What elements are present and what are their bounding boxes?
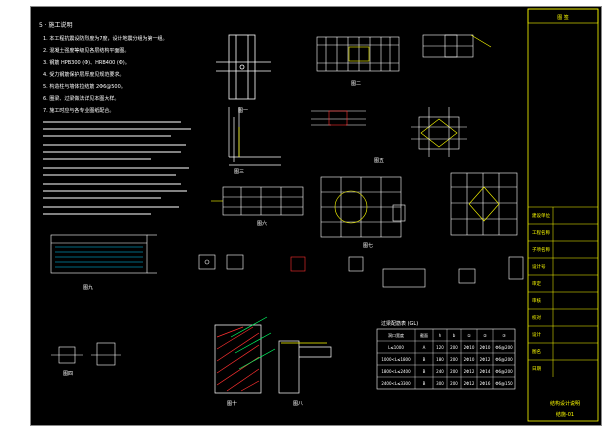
- table-cell: 1000<L≤1800: [381, 357, 411, 362]
- title-field-label: 图名: [532, 348, 541, 355]
- table-cell: A: [423, 345, 426, 350]
- table-cell: 200: [450, 369, 458, 374]
- table-cell: 2Φ16: [480, 381, 491, 386]
- note-line-7: 7. 施工时应与各专业图纸配合。: [43, 107, 114, 114]
- notes-heading: 5 · 施工说明: [39, 21, 73, 29]
- note-line-2: 2. 混凝土强度等级见各层结构平面图。: [43, 47, 129, 54]
- figure-3: [228, 107, 281, 166]
- table-header-cell: 洞口宽度: [388, 332, 404, 338]
- fig4-label: 图四: [63, 371, 73, 377]
- figure-2: [316, 36, 400, 72]
- note-line-6: 6. 圈梁、过梁做法详见本图大样。: [43, 95, 119, 102]
- table-cell: 300: [436, 381, 444, 386]
- table-cell: B: [423, 381, 426, 386]
- table-title: 过梁配筋表 (GL): [381, 320, 418, 327]
- bottom-left-sections: [51, 342, 121, 366]
- note-line-4: 4. 受力钢筋保护层厚度见规范要求。: [43, 71, 124, 78]
- table-cell: B: [423, 369, 426, 374]
- figure-9: [50, 234, 157, 274]
- table-cell: 2Φ10: [480, 345, 491, 350]
- note-line-5: 5. 构造柱与墙体拉结筋 2Φ6@500。: [43, 83, 126, 90]
- title-field-label: 审定: [532, 280, 541, 287]
- table-cell: 120: [436, 345, 444, 350]
- note-line-3: 3. 钢筋 HPB300 (Φ)、HRB400 (Φ)。: [43, 59, 130, 66]
- table-header-cell: h: [439, 333, 442, 338]
- fig9-label: 图九: [83, 284, 93, 291]
- fig7-label: 图七: [363, 242, 373, 249]
- table-header-cell: 截面: [420, 332, 428, 338]
- table-cell: L≤1000: [388, 345, 404, 350]
- figure-7: [320, 176, 406, 238]
- table-cell: 200: [450, 381, 458, 386]
- figure-2-detail: [422, 34, 492, 58]
- table-cell: 180: [436, 357, 444, 362]
- cad-drawing: 5 · 施工说明 1. 本工程抗震设防烈度为7度，设计地震分组为第一组。 2. …: [39, 8, 599, 422]
- figure-10-ties: [230, 316, 276, 370]
- title-block-header: 图 签: [557, 14, 569, 21]
- title-block: [527, 8, 599, 422]
- title-field-label: 工程名称: [532, 229, 550, 236]
- table-cell: 2Φ14: [480, 369, 491, 374]
- table-cell: 200: [450, 345, 458, 350]
- table-cell: Φ6@200: [495, 369, 513, 374]
- table-header-cell: ③: [502, 333, 506, 338]
- table-cell: Φ6@200: [495, 357, 513, 362]
- note-line-1: 1. 本工程抗震设防烈度为7度，设计地震分组为第一组。: [43, 35, 168, 42]
- notes-text-blocks: [43, 121, 191, 215]
- title-field-label: 建设单位: [532, 212, 550, 219]
- figure-6: [211, 186, 304, 216]
- table-border: [376, 328, 516, 390]
- drawing-name: 结构设计说明: [550, 400, 580, 407]
- table-cell: 1800<L≤2400: [381, 369, 411, 374]
- table-cell: 2Φ10: [464, 345, 475, 350]
- fig3-label: 图三: [234, 169, 244, 175]
- fig10-label: 图十: [227, 400, 237, 407]
- table-cell: Φ6@200: [495, 345, 513, 350]
- table-cell: 2400<L≤3300: [381, 381, 411, 386]
- figure-1: [216, 34, 271, 100]
- fig5-label: 图五: [374, 158, 384, 164]
- table-header-cell: ①: [467, 333, 471, 338]
- figure-4: [311, 110, 366, 126]
- table-cell: B: [423, 357, 426, 362]
- figure-9-hatch: [55, 246, 143, 268]
- table-cell: 2Φ12: [464, 381, 475, 386]
- table-cell: Φ6@150: [495, 381, 513, 386]
- table-cell: 2Φ12: [480, 357, 491, 362]
- table-header-cell: ②: [483, 333, 487, 338]
- section-symbols: [198, 254, 524, 288]
- figure-8: [450, 172, 518, 236]
- title-field-label: 设计号: [532, 263, 546, 270]
- table-cell: 200: [450, 357, 458, 362]
- sheet-number: 结施-01: [556, 411, 574, 418]
- title-field-label: 设计: [532, 331, 541, 338]
- table-cell: 240: [436, 369, 444, 374]
- table-cell: 2Φ12: [464, 369, 475, 374]
- figure-5: [411, 107, 467, 157]
- title-field-label: 日期: [532, 366, 541, 372]
- fig8-label: 图八: [293, 401, 303, 407]
- title-field-label: 校对: [532, 314, 541, 321]
- notes-block: 5 · 施工说明 1. 本工程抗震设防烈度为7度，设计地震分组为第一组。 2. …: [39, 21, 168, 114]
- beam-detail: [278, 340, 332, 394]
- table-cell: 2Φ10: [464, 357, 475, 362]
- fig1-label: 图一: [238, 108, 248, 114]
- fig6-label: 图六: [257, 220, 267, 227]
- title-field-label: 审核: [532, 297, 541, 304]
- fig2-label: 图二: [351, 81, 361, 87]
- table-header-cell: b: [453, 333, 456, 338]
- figure-10: [214, 324, 262, 394]
- title-field-label: 子项名称: [532, 246, 550, 253]
- drawing-frame: 5 · 施工说明 1. 本工程抗震设防烈度为7度，设计地震分组为第一组。 2. …: [30, 6, 602, 426]
